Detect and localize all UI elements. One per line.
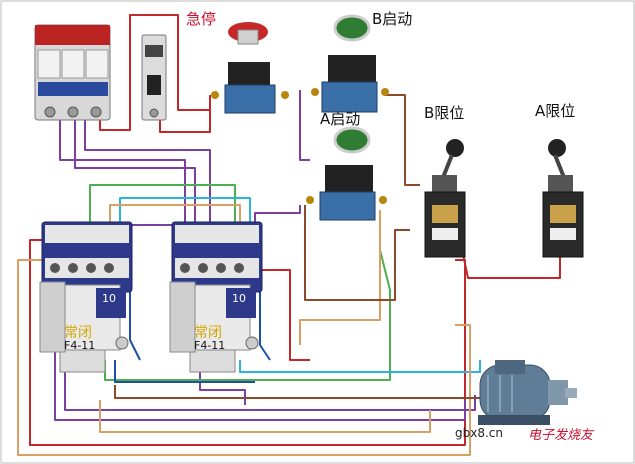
wire-green-2: [104, 249, 391, 381]
circuit-breaker-3p: [34, 24, 111, 121]
wire-purple-1: [59, 115, 186, 240]
motor: [478, 360, 577, 425]
label-b-start: B启动: [372, 10, 413, 28]
wire-purple-5: [64, 360, 476, 411]
circuit-breaker-1p: [141, 34, 167, 121]
wire-red-breaker: [159, 95, 211, 133]
wire-brown-2: [114, 385, 540, 399]
wire-cyan-2: [239, 360, 481, 373]
wire-orange-3: [299, 210, 381, 345]
wire-blue-3: [114, 360, 255, 383]
wire-green-1: [89, 184, 236, 240]
contactor-right-nc-label: 常闭: [194, 325, 222, 341]
contactor-right-model: F4-11: [194, 339, 226, 352]
wire-purple-3: [84, 115, 211, 240]
wire-orange-1: [17, 259, 471, 456]
wire-blue-2: [259, 280, 271, 361]
watermark-brand: 电子发烧友: [528, 428, 594, 443]
wire-purple-7: [299, 90, 310, 161]
wire-red-main: [99, 14, 210, 131]
emergency-stop-button: [211, 22, 289, 114]
label-a-limit: A限位: [535, 102, 576, 120]
b-start-button: [311, 14, 389, 113]
b-limit-switch: [424, 139, 466, 258]
label-b-limit: B限位: [424, 104, 465, 122]
contactor-right-number: 10: [232, 292, 246, 305]
contactor-right: [169, 221, 263, 373]
label-a-start: A启动: [320, 110, 361, 128]
a-start-button: [306, 126, 387, 221]
contactor-left-nc-label: 常闭: [64, 325, 92, 341]
contactor-left-number: 10: [102, 292, 116, 305]
wire-brown-3: [385, 94, 420, 186]
label-emergency-stop: 急停: [186, 10, 217, 28]
wire-cyan-1: [119, 197, 251, 240]
contactor-left-model: F4-11: [64, 339, 96, 352]
watermark-site: gbx8.cn: [455, 426, 503, 440]
wire-brown-1: [304, 205, 410, 301]
contactor-left: [39, 221, 133, 373]
a-limit-switch: [542, 139, 584, 258]
wire-purple-2: [74, 115, 196, 240]
wire-orange-4: [99, 400, 431, 433]
wire-blue-1: [129, 280, 141, 361]
